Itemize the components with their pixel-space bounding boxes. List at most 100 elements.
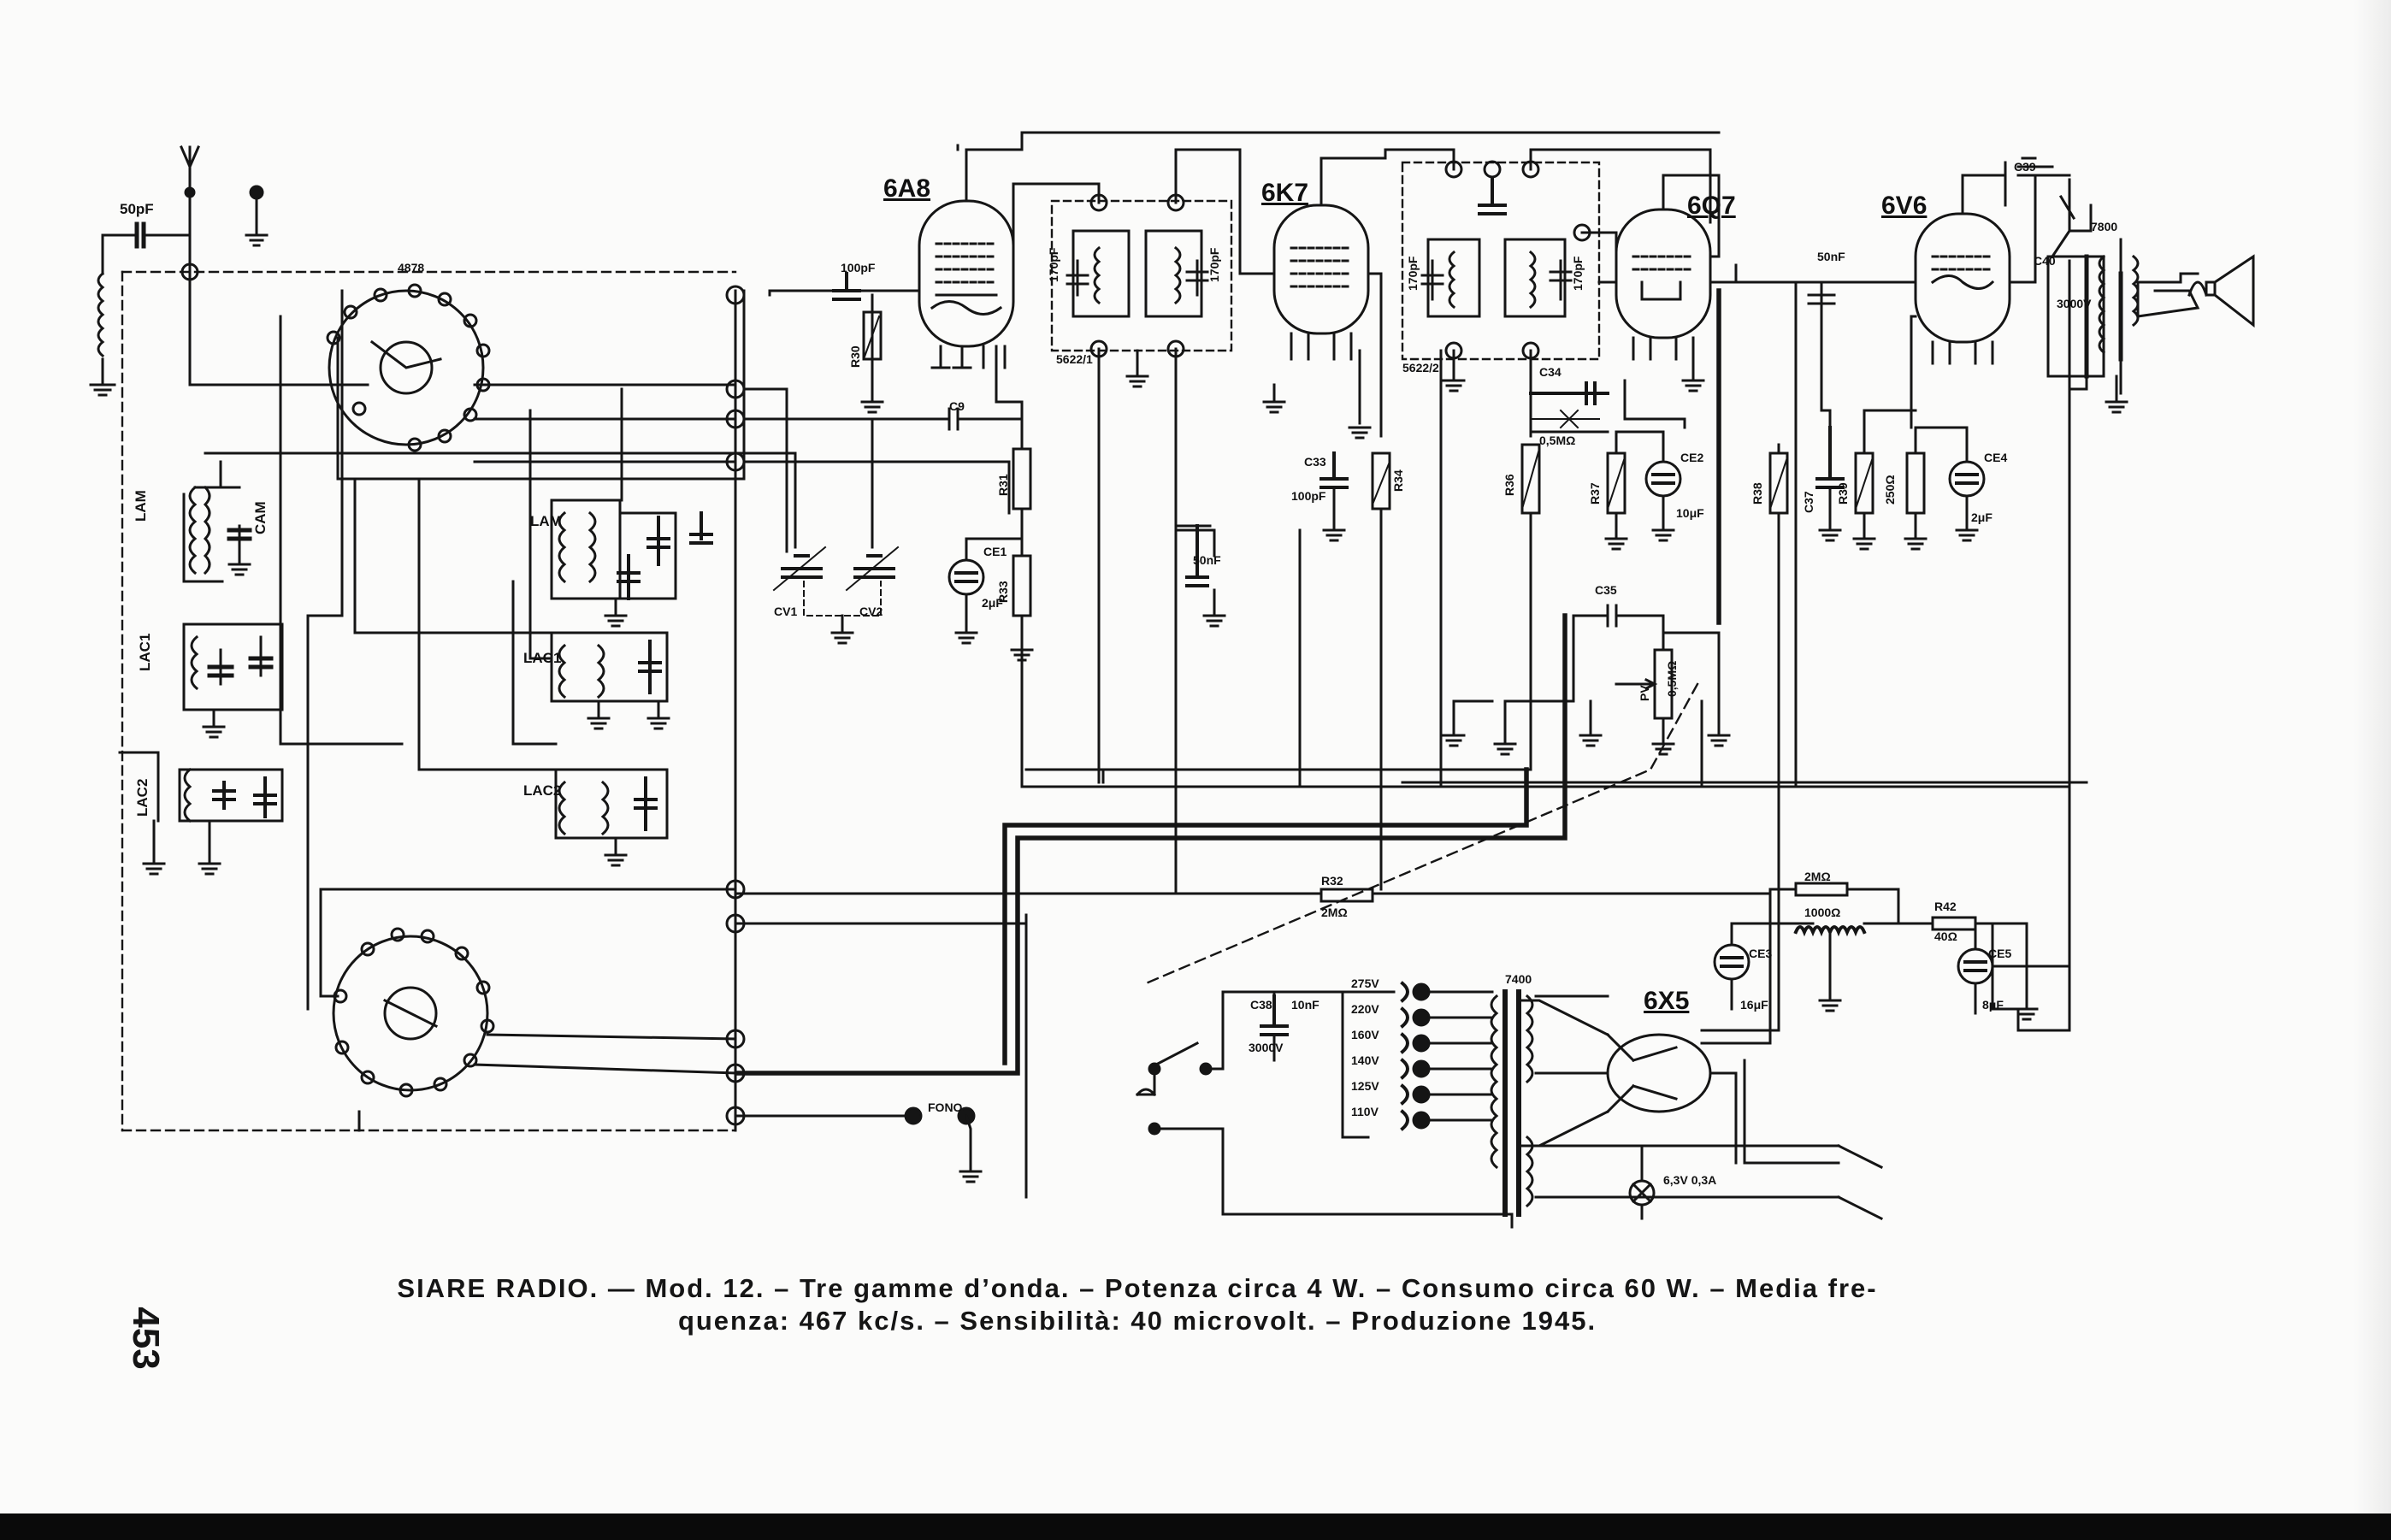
label-r39: R39 bbox=[1836, 482, 1850, 504]
label-ce4: CE4 bbox=[1984, 451, 2007, 464]
detector-network bbox=[1024, 379, 1686, 771]
label-140v: 140V bbox=[1351, 1053, 1379, 1067]
label-power-trans: 7400 bbox=[1505, 972, 1532, 986]
label-c32: C33 bbox=[1304, 455, 1326, 469]
label-c40: C40 bbox=[2034, 254, 2056, 268]
label-r-250: 250Ω bbox=[1883, 475, 1897, 504]
label-c35: C35 bbox=[1595, 583, 1617, 597]
cathode-network-6v6 bbox=[1852, 409, 1986, 551]
label-cv2: CV2 bbox=[859, 605, 883, 618]
label-c38-volt: 3000V bbox=[1249, 1041, 1284, 1054]
earth-terminal bbox=[245, 185, 269, 247]
label-osc-lac1: LAC1 bbox=[523, 650, 561, 666]
label-c37: C37 bbox=[1802, 491, 1815, 513]
label-r32: R32 bbox=[1321, 874, 1343, 888]
label-160v: 160V bbox=[1351, 1028, 1379, 1041]
resistor-r42 bbox=[1931, 916, 2028, 1032]
label-c30: 100pF bbox=[841, 261, 876, 274]
r36-c37-network bbox=[1768, 293, 1845, 891]
label-antenna-cap: 50pF bbox=[120, 201, 154, 217]
label-2uf-b: 2μF bbox=[1971, 510, 1992, 524]
label-mf2: 5622/2 bbox=[1402, 361, 1439, 375]
label-trans-out: 7800 bbox=[2091, 220, 2117, 233]
wafer-switch-top bbox=[326, 283, 491, 452]
label-ce1: CE1 bbox=[983, 545, 1007, 558]
label-r38: R38 bbox=[1750, 482, 1764, 504]
caption-line-2: quenza: 467 kc/s. – Sensibilità: 40 micr… bbox=[677, 1306, 1597, 1336]
scan-edge-shadow bbox=[2353, 0, 2391, 1540]
label-275v: 275V bbox=[1351, 977, 1379, 990]
output-transformer bbox=[2004, 156, 2140, 1032]
cathode-network-6k7 bbox=[1319, 451, 1391, 891]
label-if1-cap-b: 170pF bbox=[1207, 247, 1221, 282]
grid-network-6a8 bbox=[832, 272, 884, 414]
capacitor-ce3-ce5 bbox=[1713, 922, 2071, 1032]
if-transformer-2 bbox=[1384, 148, 1712, 395]
label-r42: R42 bbox=[1934, 900, 1957, 913]
label-pv: PV bbox=[1638, 685, 1651, 701]
antenna-coupling-capacitor bbox=[101, 221, 192, 275]
pilot-lamp bbox=[1628, 1144, 1656, 1220]
figure-caption: SIARE RADIO. — Mod. 12. – Tre gamme d’on… bbox=[205, 1272, 2069, 1337]
label-3000v: 3000V bbox=[2057, 297, 2092, 310]
label-r30: R30 bbox=[848, 345, 862, 368]
power-transformer bbox=[1490, 989, 1884, 1229]
tube-label-6q7: 6Q7 bbox=[1687, 192, 1736, 220]
label-c41: 50nF bbox=[1193, 553, 1221, 567]
tube-6k7 bbox=[1262, 156, 1387, 440]
tube-6v6 bbox=[1910, 161, 2011, 429]
label-05m: 0,5MΩ bbox=[1539, 434, 1575, 447]
label-10nf: 10nF bbox=[1291, 998, 1319, 1012]
label-cam: CAM bbox=[252, 501, 269, 534]
mechanical-link bbox=[1144, 682, 1699, 985]
shielded-cable bbox=[733, 288, 1721, 1076]
tube-label-6k7: 6K7 bbox=[1261, 179, 1308, 207]
label-pot-val: 0,5MΩ bbox=[1665, 661, 1679, 697]
label-r42-val: 40Ω bbox=[1934, 929, 1957, 943]
antenna-primary-coil bbox=[89, 271, 116, 397]
scan-bottom-border bbox=[0, 1513, 2391, 1540]
wafer-switch-bottom bbox=[332, 927, 495, 1098]
label-osc-lac2: LAC2 bbox=[523, 782, 561, 799]
oscillator-coil-3 bbox=[417, 409, 669, 867]
label-ce5: CE5 bbox=[1988, 947, 2011, 960]
voltage-selector bbox=[1260, 981, 1494, 1139]
label-cv1: CV1 bbox=[774, 605, 797, 618]
label-mf1: 5622/1 bbox=[1056, 352, 1093, 366]
label-if2-cap-a: 170pF bbox=[1406, 256, 1420, 291]
label-10uf: 10μF bbox=[1676, 506, 1704, 520]
label-r-2m: 2MΩ bbox=[1804, 870, 1831, 883]
oscillator-coil-1 bbox=[550, 387, 713, 628]
label-if1-cap-a: 170pF bbox=[1047, 247, 1060, 282]
filter-choke bbox=[1768, 882, 1934, 1012]
label-ce3: CE3 bbox=[1749, 947, 1772, 960]
capacitor-ce1 bbox=[948, 537, 1024, 645]
antenna-symbol bbox=[180, 145, 200, 274]
label-ce2: CE2 bbox=[1680, 451, 1703, 464]
label-c34: C34 bbox=[1539, 365, 1562, 379]
resistor-r32 bbox=[734, 888, 1772, 903]
label-r31: R31 bbox=[996, 474, 1010, 496]
label-r32-val: 2MΩ bbox=[1321, 906, 1348, 919]
label-osc-lam: LAM bbox=[530, 513, 562, 529]
phono-input bbox=[734, 1106, 983, 1183]
label-choke: 1000Ω bbox=[1804, 906, 1840, 919]
label-220v: 220V bbox=[1351, 1002, 1379, 1016]
label-c38: C38 bbox=[1250, 998, 1272, 1012]
coupling-capacitor-c33 bbox=[1709, 280, 1917, 788]
label-c9: C9 bbox=[949, 399, 965, 413]
label-lam: LAM bbox=[133, 490, 149, 522]
label-2uf: 2μF bbox=[982, 596, 1003, 610]
coil-lac1 bbox=[182, 622, 284, 739]
label-if2-cap-b: 170pF bbox=[1571, 256, 1585, 291]
label-8uf: 8μF bbox=[1982, 998, 2004, 1012]
label-c39: C39 bbox=[2014, 160, 2036, 174]
label-125v: 125V bbox=[1351, 1079, 1379, 1093]
tube-label-6v6: 6V6 bbox=[1881, 192, 1927, 220]
label-c32-val: 100pF bbox=[1291, 489, 1326, 503]
oscillator-feedback bbox=[871, 345, 1034, 662]
label-16uf: 16μF bbox=[1740, 998, 1768, 1012]
tube-label-6x5: 6X5 bbox=[1644, 987, 1689, 1015]
label-r36: R36 bbox=[1502, 474, 1516, 496]
